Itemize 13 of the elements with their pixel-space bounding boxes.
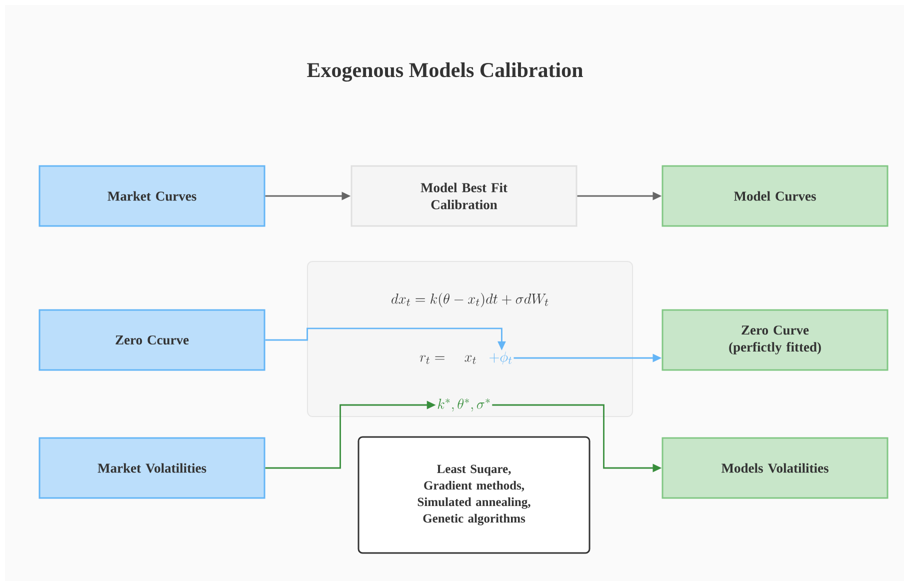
- formula: $dx_t = k(\theta - x_t)dt + \sigma dW_t$: [392, 292, 548, 308]
- process-box: Model Best Fit Calibration: [350, 165, 578, 227]
- output-box: Zero Curve (perfictly fitted): [662, 309, 888, 371]
- input-box: Market Curves: [38, 165, 266, 227]
- method-box: Least Suqare, Gradient methods, Simulated annealing, Genetic algorithms: [358, 436, 590, 554]
- output-box: Model Curves: [662, 165, 888, 227]
- formula-panel: [307, 261, 633, 417]
- title: Exogenous Models Calibration: [307, 62, 583, 82]
- input-box: Market Volatilities: [38, 437, 266, 499]
- output-box: Models Volatilities: [662, 437, 888, 499]
- formula: $r_t = \quad x_t$ $+ \phi_t$: [420, 352, 512, 365]
- formula: $k^*, \theta^*, \sigma^*$: [438, 398, 490, 412]
- input-box: Zero Ccurve: [38, 309, 266, 371]
